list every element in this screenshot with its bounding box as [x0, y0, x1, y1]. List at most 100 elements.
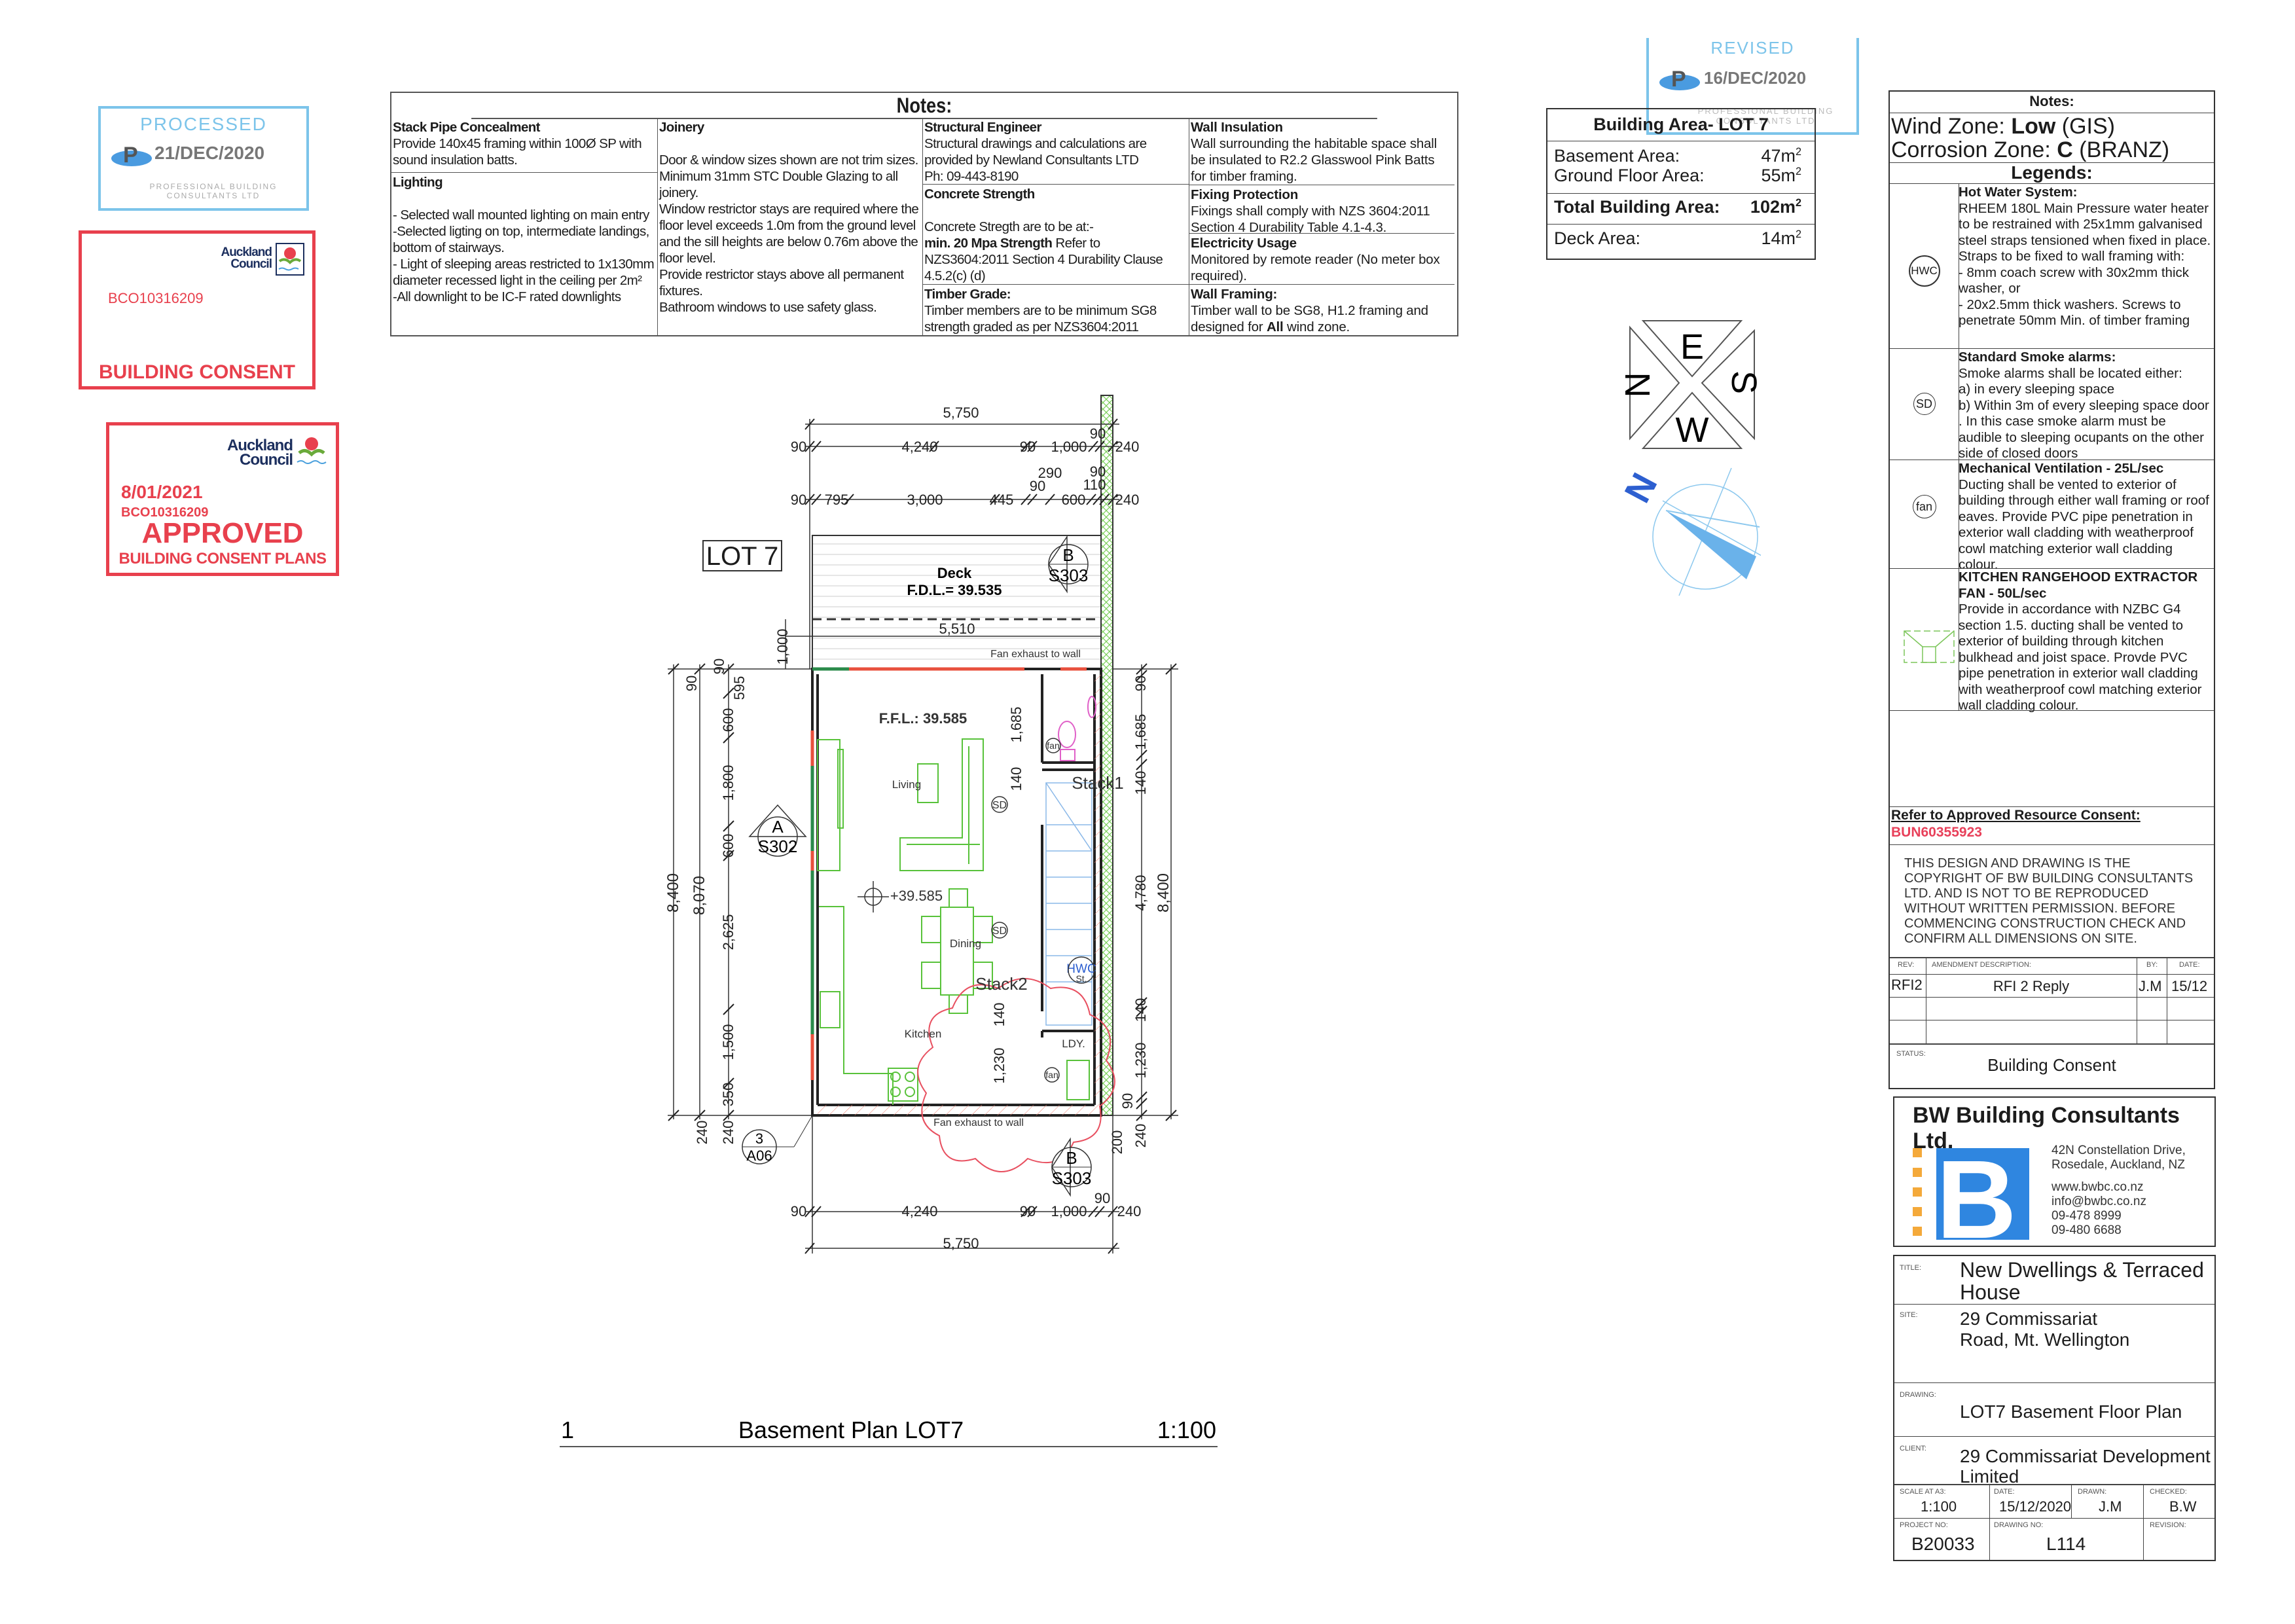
- notes-column-2: Joinery Door & window sizes shown are no…: [658, 118, 923, 335]
- dim-text: 240: [1132, 1124, 1149, 1148]
- label: Wind Zone:: [1891, 114, 2012, 139]
- project-number: B20033: [1911, 1534, 1975, 1554]
- consent-number: BCO10316209: [108, 290, 204, 306]
- lot-label: LOT 7: [702, 540, 782, 571]
- note-body: Concrete Stregth are to be at:-: [924, 219, 1094, 234]
- dim-text: 90: [1090, 463, 1106, 480]
- area-value: 47m: [1761, 146, 1796, 166]
- hwc-icon: HWC: [1890, 255, 1959, 287]
- scale-value: 1:100: [1921, 1498, 1957, 1515]
- resource-consent-label: Refer to Approved Resource Consent:: [1891, 808, 2141, 823]
- area-row-total: Total Building Area:102m2: [1554, 197, 1808, 217]
- dim-text: 90: [791, 1203, 806, 1219]
- floor-level: F.F.L.: 39.585: [879, 710, 967, 727]
- date-value: 15/12/2020: [1999, 1498, 2072, 1515]
- legend-panel: Notes: Wind Zone: Low (GIS) Corrosion Zo…: [1888, 90, 2215, 1089]
- dim-text: 240: [1115, 492, 1140, 508]
- legend-smoke-alarm: Standard Smoke alarms:Smoke alarms shall…: [1959, 350, 2211, 462]
- detail-marker: 3 A06: [742, 1115, 813, 1164]
- area-value: 55m: [1761, 166, 1796, 185]
- legend-heading: Mechanical Ventilation - 25L/sec: [1959, 461, 2164, 476]
- title-block: TITLE: New Dwellings & Terraced House SI…: [1893, 1255, 2216, 1561]
- dim-text: 90: [1030, 478, 1045, 494]
- dim-text: 90: [1020, 439, 1036, 455]
- section-letter: B: [1066, 1148, 1077, 1168]
- dim-text: 4,240: [901, 1203, 937, 1219]
- site-address: 29 Commissariat Road, Mt. Wellington: [1960, 1308, 2130, 1350]
- dim-text: 445: [990, 492, 1014, 508]
- walls: [811, 668, 1102, 1117]
- cooktop: [888, 1068, 918, 1102]
- section-sheet: S303: [1049, 566, 1089, 585]
- dim-text: 4,780: [1132, 875, 1149, 911]
- note-heading: Structural Engineer: [924, 120, 1041, 135]
- room-label-living: Living: [892, 778, 921, 791]
- compass-west: W: [1676, 410, 1709, 450]
- note-heading: Wall Framing:: [1191, 287, 1278, 302]
- dim-text: 90: [711, 659, 727, 674]
- plan-scale: 1:100: [1157, 1416, 1216, 1443]
- area-label: Ground Floor Area:: [1554, 166, 1705, 185]
- rangehood-icon: [1904, 630, 1955, 663]
- unit-exponent: 2: [1795, 197, 1801, 209]
- section-letter: B: [1062, 545, 1074, 565]
- fan-exhaust-label: Fan exhaust to wall: [933, 1117, 1024, 1128]
- rev-description: RFI 2 Reply: [1993, 978, 2070, 994]
- washing-machine: [1066, 1060, 1090, 1100]
- legend-body: Provide in accordance with NZBC G4 secti…: [1959, 602, 2202, 713]
- north-arrow-icon: N: [1617, 466, 1761, 596]
- note-body: Refer to NZS3604:2011 Section 4 Durabili…: [924, 236, 1163, 283]
- note-body: wind zone.: [1283, 319, 1350, 334]
- dim-text: 1,800: [720, 765, 736, 801]
- field-label: SCALE AT A3:: [1900, 1488, 1946, 1496]
- note-heading: Concrete Strength: [924, 187, 1035, 202]
- date-header: DATE:: [2179, 961, 2200, 969]
- note-bold: min. 20 Mpa Strength: [924, 236, 1053, 251]
- source: (BRANZ): [2072, 137, 2170, 162]
- address-line: 42N Constellation Drive,: [2051, 1144, 2186, 1157]
- field-label: CLIENT:: [1900, 1445, 1926, 1453]
- dim-text: 290: [1038, 465, 1062, 481]
- dim-text: 90: [1119, 1093, 1136, 1109]
- website-link[interactable]: www.bwbc.co.nz: [2051, 1180, 2144, 1194]
- section-sheet: S302: [758, 837, 798, 856]
- notes-title: Notes:: [471, 93, 1377, 119]
- section-letter: A: [772, 817, 784, 837]
- stamp-title: REVISED: [1710, 38, 1795, 58]
- client-name: 29 Commissariat Development Limited: [1960, 1446, 2211, 1487]
- sink: [820, 991, 840, 1028]
- resource-consent-number: BUN60355923: [1891, 825, 1982, 840]
- status-label: STATUS:: [1896, 1050, 1926, 1058]
- stairs: [1045, 782, 1093, 1026]
- desc-header: AMENDMENT DESCRIPTION:: [1932, 961, 2031, 969]
- stamp-date: 16/DEC/2020: [1704, 68, 1807, 88]
- dim-text: 90: [683, 676, 700, 691]
- area-title: Building Area- LOT 7: [1593, 115, 1769, 134]
- note-heading: Wall Insulation: [1191, 120, 1283, 135]
- dim-text: 140: [1008, 767, 1024, 791]
- plan-caption: Basement Plan LOT7: [738, 1416, 964, 1443]
- compass-south: S: [1724, 370, 1761, 394]
- furniture: [817, 738, 1090, 1105]
- logo-letter: B: [1936, 1145, 2017, 1240]
- dim-text: 600: [720, 708, 736, 732]
- dim-text: 1,000: [1051, 439, 1087, 455]
- stack2-label: Stack2: [975, 974, 1028, 994]
- dim-text: 8,070: [691, 876, 708, 915]
- stack1-label: Stack1: [1072, 773, 1124, 793]
- dim-text: 90: [1132, 676, 1149, 691]
- sofa: [899, 738, 984, 871]
- compass-north: N: [1618, 372, 1657, 398]
- email-link[interactable]: info@bwbc.co.nz: [2051, 1195, 2146, 1208]
- field-label: DATE:: [1994, 1488, 2015, 1496]
- company-block: BW Building Consultants Ltd. B 42N Const…: [1893, 1096, 2216, 1247]
- hwc-symbol: HWC: [1066, 962, 1096, 976]
- detail-sheet: A06: [746, 1147, 772, 1164]
- area-row-deck: Deck Area:14m2: [1554, 228, 1808, 249]
- note-body: Timber members are to be minimum SG8 str…: [924, 303, 1157, 334]
- note-body: Timber wall to be SG8, H1.2 framing and …: [1191, 303, 1428, 334]
